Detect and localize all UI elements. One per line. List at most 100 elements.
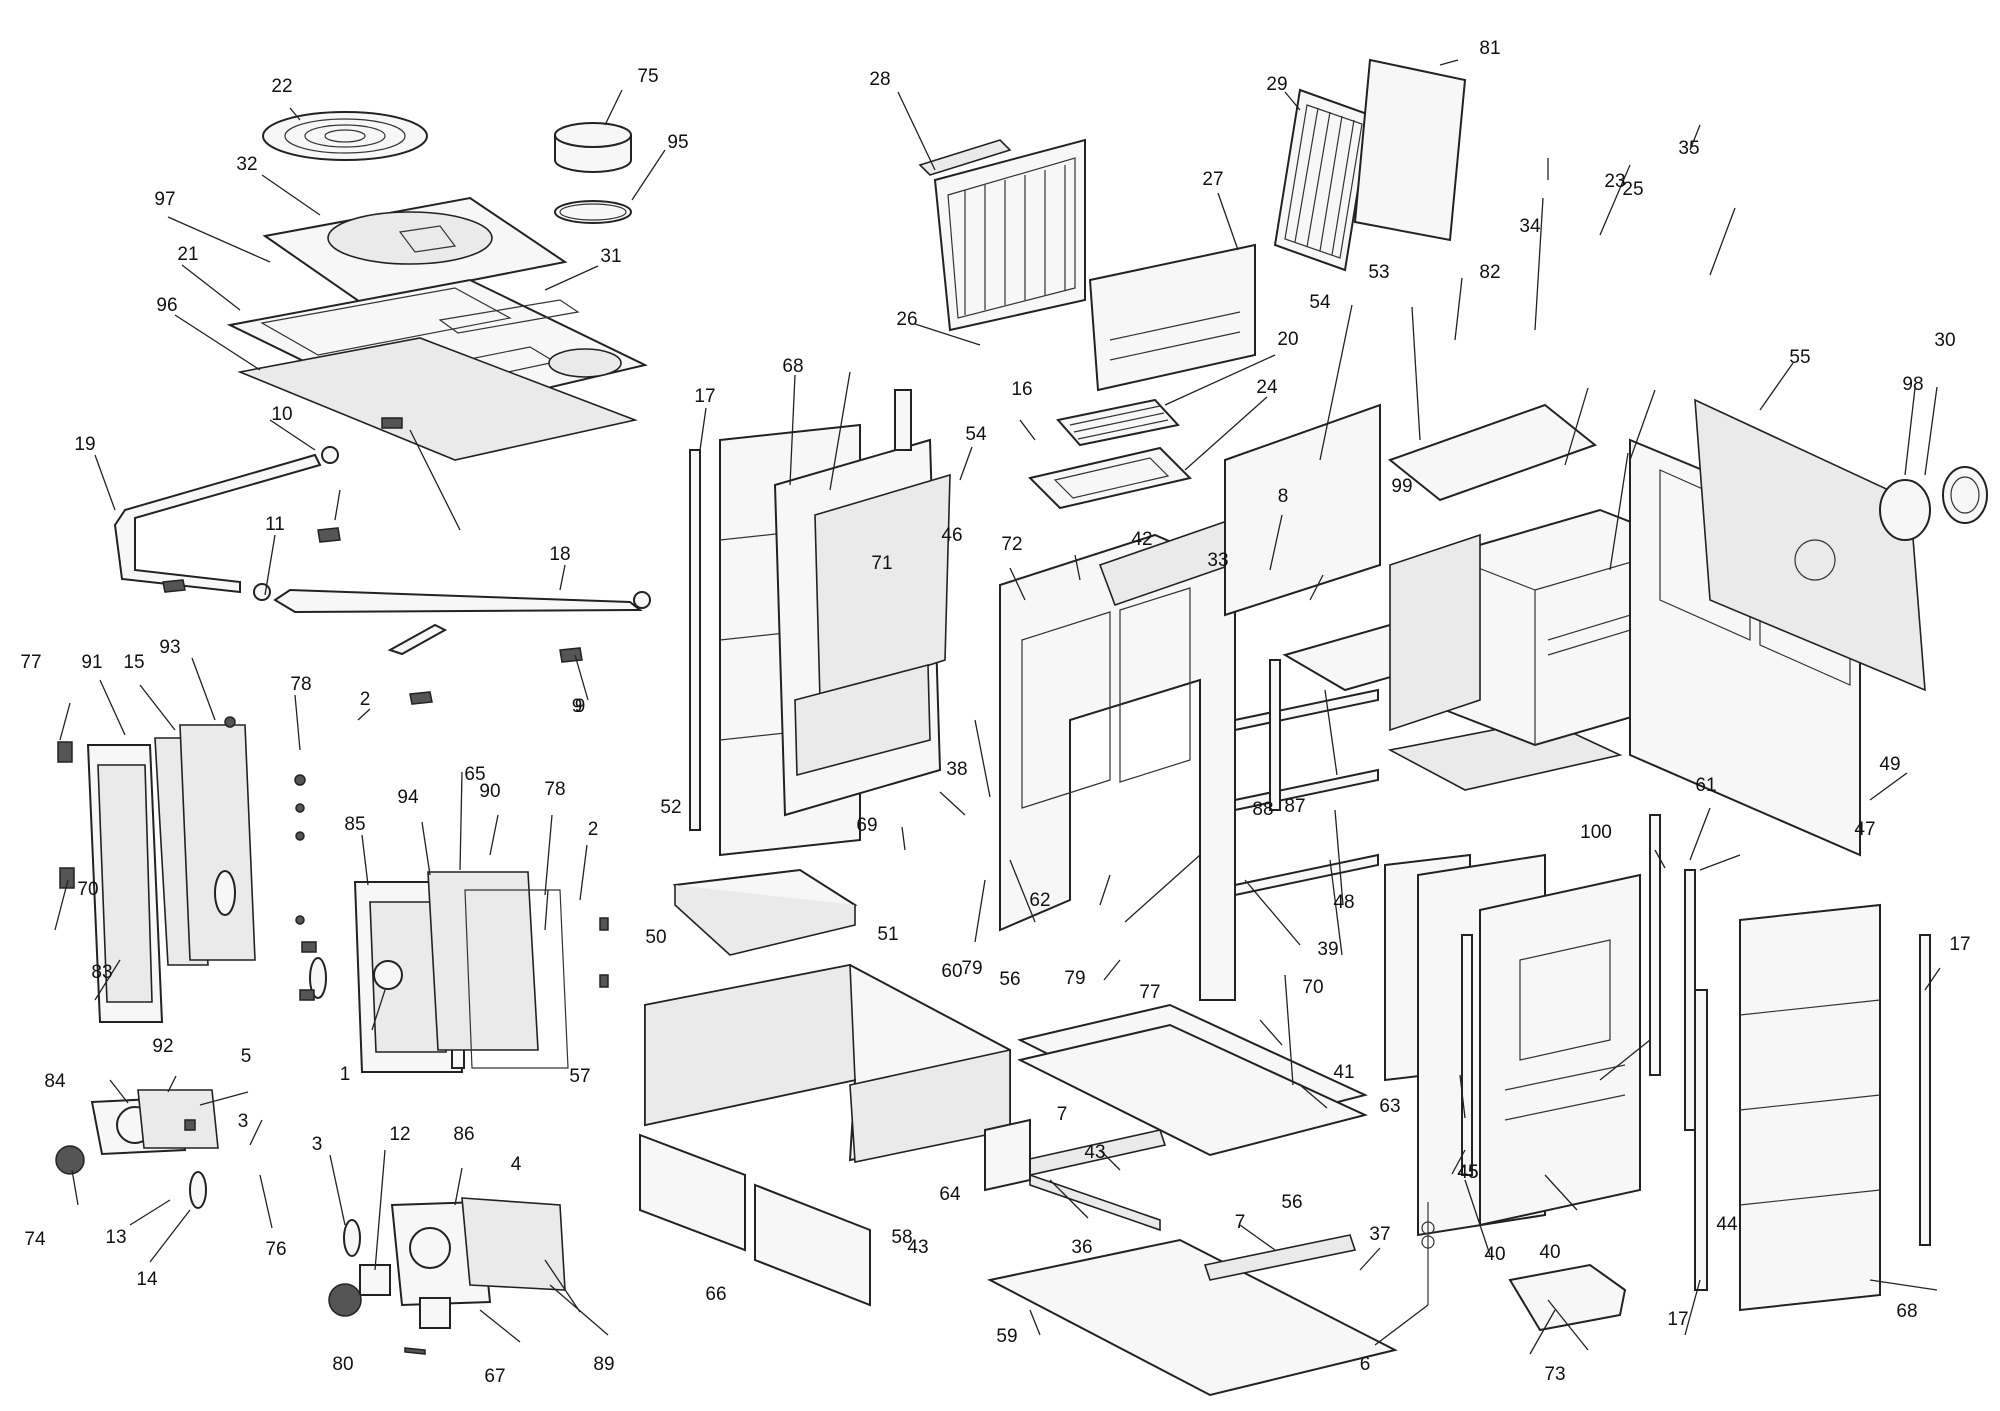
towel-rail-part <box>113 446 651 705</box>
callout-label: 61 <box>1695 775 1716 796</box>
callout-label: 43 <box>1084 1142 1105 1163</box>
fire-grate-28-part <box>918 138 1086 332</box>
callout-label: 54 <box>1309 292 1331 313</box>
callout-label: 10 <box>271 404 292 425</box>
oven-box-part <box>1389 508 1691 747</box>
callout-label: 74 <box>24 1229 46 1250</box>
callout-label: 81 <box>1479 38 1500 59</box>
callout-label: 52 <box>660 797 681 818</box>
callout-label: 35 <box>1678 138 1699 159</box>
callout-label: 41 <box>1333 1062 1354 1083</box>
callout-label: 54 <box>965 424 987 445</box>
callout-label: 2 <box>360 689 371 710</box>
callout-label: 90 <box>479 781 500 802</box>
callout-label: 14 <box>136 1269 158 1290</box>
callout-label: 39 <box>1317 939 1338 960</box>
right-side-panel-part <box>1384 814 1696 1237</box>
gasket-ring-part <box>1879 466 1988 541</box>
callout-label: 84 <box>44 1071 66 1092</box>
callout-label: 56 <box>999 969 1020 990</box>
callout-label: 92 <box>152 1036 173 1057</box>
callout-label: 58 <box>891 1227 912 1248</box>
callout-label: 16 <box>1011 379 1032 400</box>
back-panel-part <box>1629 398 1926 857</box>
callout-label: 44 <box>1716 1214 1738 1235</box>
callout-label: 64 <box>939 1184 961 1205</box>
callout-label: 30 <box>1934 330 1955 351</box>
callout-label: 43 <box>907 1237 928 1258</box>
callout-label: 59 <box>996 1326 1017 1347</box>
callout-label: 95 <box>667 132 688 153</box>
callout-label: 7 <box>1235 1212 1246 1233</box>
callout-label: 18 <box>549 544 570 565</box>
top-plate-part <box>262 196 568 304</box>
callout-label: 17 <box>694 386 715 407</box>
callout-label: 65 <box>464 764 485 785</box>
callout-label: 56 <box>1281 1192 1302 1213</box>
side-panel-left-part <box>689 389 951 857</box>
callout-label: 26 <box>896 309 917 330</box>
callout-label: 37 <box>1369 1224 1390 1245</box>
callout-label: 78 <box>290 674 311 695</box>
callout-label: 57 <box>569 1066 590 1087</box>
callout-label: 48 <box>1333 892 1354 913</box>
callout-label: 1 <box>340 1064 351 1085</box>
base-plate-part <box>987 1129 1398 1397</box>
hook-tool-part <box>1421 1202 1435 1305</box>
callout-label: 17 <box>1949 934 1970 955</box>
callout-label: 88 <box>1252 799 1273 820</box>
callout-label: 32 <box>236 154 257 175</box>
callout-label: 11 <box>265 514 285 535</box>
callout-label: 86 <box>453 1124 474 1145</box>
callout-label: 42 <box>1131 529 1152 550</box>
callout-label: 22 <box>271 76 292 97</box>
callout-label: 97 <box>154 189 175 210</box>
callout-label: 93 <box>159 637 180 658</box>
callout-label: 68 <box>782 356 803 377</box>
callout-label: 91 <box>81 652 102 673</box>
callout-label: 70 <box>1302 977 1323 998</box>
callout-label: 29 <box>1266 74 1287 95</box>
callout-label: 50 <box>645 927 666 948</box>
callout-label: 63 <box>1379 1096 1400 1117</box>
callout-label: 31 <box>600 246 621 267</box>
grill-part <box>1028 398 1192 510</box>
callout-label: 13 <box>105 1227 126 1248</box>
callout-label: 33 <box>1207 550 1228 571</box>
callout-numbers: 1223345677899101112131415161717171819202… <box>20 38 1970 1387</box>
firebox-door-part <box>57 716 306 1023</box>
callout-label: 12 <box>389 1124 410 1145</box>
callout-label: 51 <box>877 924 898 945</box>
callout-label: 20 <box>1277 329 1298 350</box>
callout-label: 7 <box>1057 1104 1068 1125</box>
lower-door-part <box>328 1197 566 1355</box>
callout-label: 46 <box>941 525 962 546</box>
callout-label: 55 <box>1789 347 1810 368</box>
callout-label: 3 <box>238 1111 249 1132</box>
callout-label: 25 <box>1622 179 1643 200</box>
callout-label: 17 <box>1667 1309 1688 1330</box>
callout-label: 68 <box>1896 1301 1917 1322</box>
insulation-sheet-part <box>237 337 638 461</box>
callout-label: 85 <box>344 814 365 835</box>
callout-label: 72 <box>1001 534 1022 555</box>
callout-label: 40 <box>1484 1244 1505 1265</box>
firebox-liner-part <box>1088 243 1256 392</box>
front-frame-part <box>999 518 1379 1001</box>
callout-label: 71 <box>871 553 892 574</box>
callout-label: 69 <box>856 815 877 836</box>
bottom-pad-part <box>984 1118 1031 1192</box>
callout-label: 75 <box>637 66 658 87</box>
callout-label: 34 <box>1519 216 1541 237</box>
callout-label: 28 <box>869 69 890 90</box>
hob-ring-part <box>262 111 428 161</box>
callout-label: 36 <box>1071 1237 1092 1258</box>
callout-label: 96 <box>156 295 177 316</box>
callout-label: 77 <box>1139 982 1160 1003</box>
oven-tray-part <box>672 868 858 956</box>
leader-lines <box>54 59 1941 1355</box>
callout-label: 70 <box>77 879 98 900</box>
flue-collar-part <box>554 122 632 224</box>
